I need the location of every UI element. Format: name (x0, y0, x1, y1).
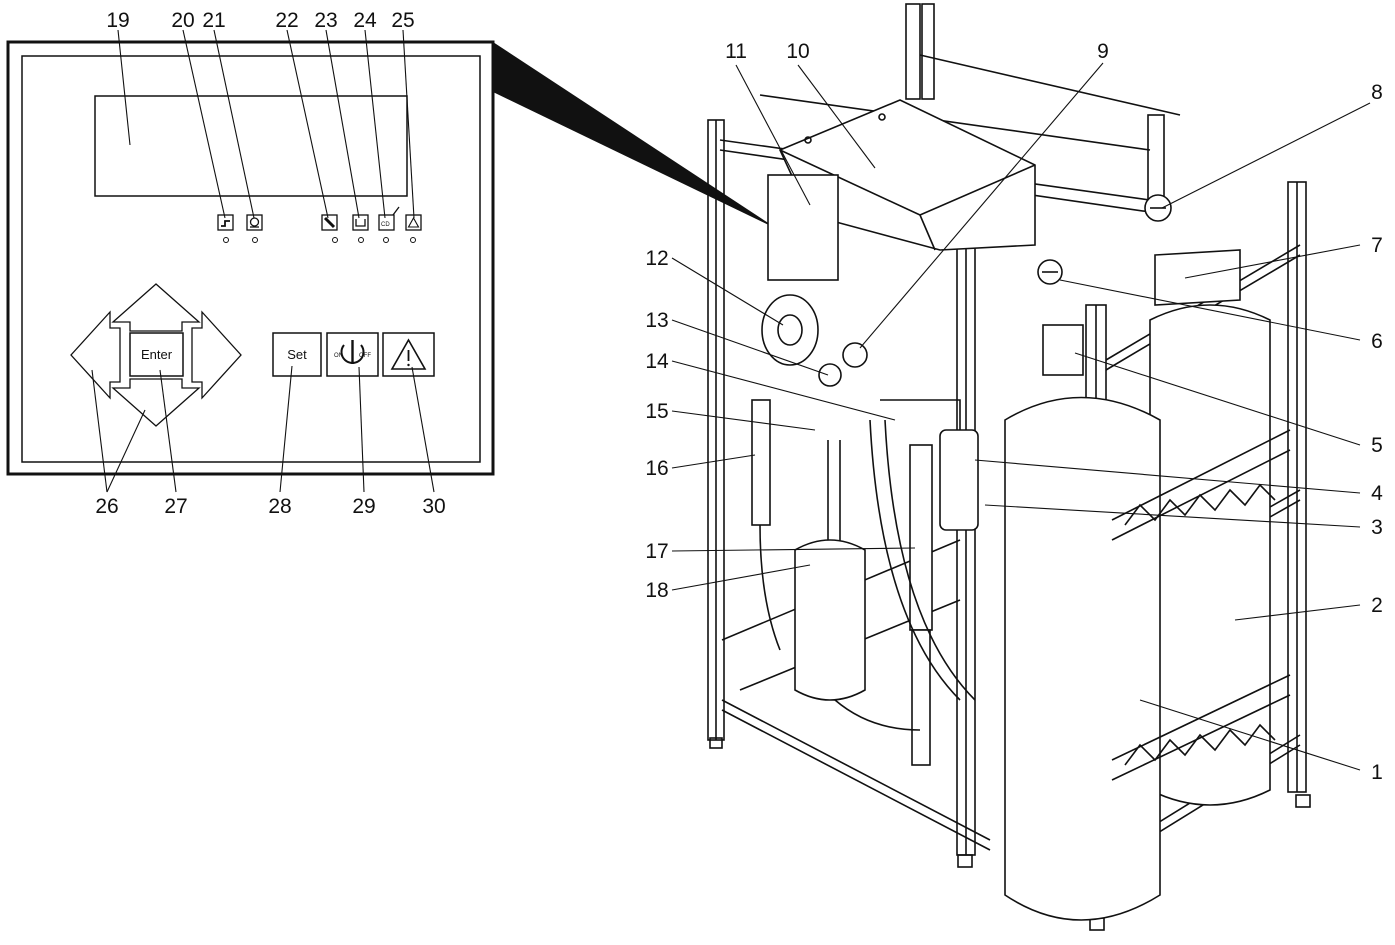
power-on-label: ON (334, 353, 343, 359)
pump-motor (761, 294, 819, 366)
set-button[interactable] (272, 332, 322, 377)
callout-14: 14 (645, 350, 669, 373)
panel-outer-frame (6, 40, 495, 476)
status-led (358, 237, 364, 243)
panel-inner-frame (21, 55, 481, 463)
callout-29: 29 (352, 495, 375, 518)
machine-leader-lines (671, 62, 1371, 771)
callout-1: 1 (1371, 761, 1383, 784)
zoom-wedge (493, 42, 779, 230)
frame-foot (957, 854, 973, 868)
callout-13: 13 (645, 309, 668, 332)
arrow-left-button[interactable] (70, 310, 121, 400)
callout-19: 19 (106, 9, 129, 32)
callout-4: 4 (1371, 482, 1383, 505)
set-button-label: Set (287, 347, 307, 362)
enter-button-label: Enter (141, 347, 173, 362)
wrench-icon (321, 214, 338, 231)
arrow-down-button[interactable] (111, 378, 201, 427)
machine-illustration (707, 3, 1311, 931)
pressure-gauge (818, 363, 842, 387)
callout-26: 26 (95, 495, 118, 518)
callout-15: 15 (645, 400, 668, 423)
callout-10: 10 (786, 40, 809, 63)
callout-11: 11 (725, 40, 747, 63)
frame-upright (905, 3, 921, 100)
display-screen (94, 95, 408, 197)
status-led (223, 237, 229, 243)
callout-30: 30 (422, 495, 445, 518)
callout-2: 2 (1371, 594, 1383, 617)
power-off-label: OFF (359, 353, 371, 359)
callout-12: 12 (645, 247, 668, 270)
status-led (332, 237, 338, 243)
callout-7: 7 (1371, 234, 1383, 257)
callout-20: 20 (171, 9, 194, 32)
callout-21: 21 (202, 9, 225, 32)
storage-tank (794, 539, 866, 701)
alarm-button[interactable] (382, 332, 435, 377)
cd-icon: CD (378, 206, 400, 231)
pressure-vessel-rear (1149, 304, 1271, 806)
callout-22: 22 (275, 9, 298, 32)
frame-upright (1147, 114, 1165, 206)
flow-meter (909, 444, 933, 631)
status-led (383, 237, 389, 243)
valve-block (1042, 324, 1084, 376)
cd-icon-label: CD (381, 222, 390, 228)
filter-housing (939, 429, 979, 531)
frame-foot (709, 737, 723, 749)
status-led (410, 237, 416, 243)
pressure-gauge (842, 342, 868, 368)
power-button[interactable]: ON OFF (326, 332, 379, 377)
pressure-vessel-front (1004, 396, 1161, 921)
callout-8: 8 (1371, 81, 1383, 104)
frame-upright (921, 3, 935, 100)
callout-25: 25 (391, 9, 414, 32)
callout-numbers: 19 20 21 22 23 24 25 26 27 28 29 30 11 1… (95, 9, 1383, 784)
callout-23: 23 (314, 9, 337, 32)
status-led (252, 237, 258, 243)
container-icon (352, 214, 369, 231)
callout-5: 5 (1371, 434, 1383, 457)
callout-18: 18 (645, 579, 668, 602)
callout-24: 24 (353, 9, 377, 32)
frame-foot (1295, 794, 1311, 808)
callout-16: 16 (645, 457, 668, 480)
flow-meter (751, 399, 771, 526)
callout-3: 3 (1371, 516, 1383, 539)
callout-17: 17 (645, 540, 668, 563)
tap-icon (217, 214, 234, 231)
callout-9: 9 (1097, 40, 1109, 63)
control-panel: CD Enter Set ON OFF (6, 29, 495, 493)
callout-28: 28 (268, 495, 291, 518)
callout-27: 27 (164, 495, 187, 518)
panel-leader-lines (91, 29, 435, 493)
membrane-housing (1154, 249, 1241, 306)
pump-icon (246, 214, 263, 231)
arrow-right-button[interactable] (191, 310, 242, 400)
callout-6: 6 (1371, 330, 1383, 353)
arrow-up-button[interactable] (111, 283, 201, 332)
enter-button[interactable] (129, 332, 184, 377)
